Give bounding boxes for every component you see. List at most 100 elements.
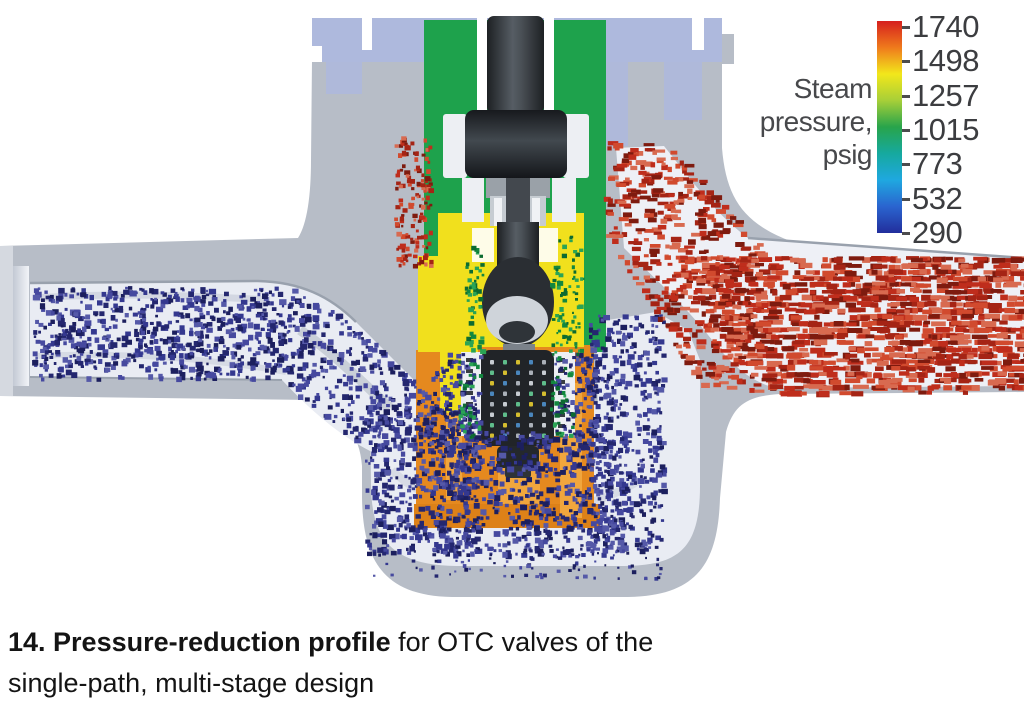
speckle	[999, 340, 1014, 345]
speckle	[490, 489, 493, 492]
speckle	[719, 381, 729, 385]
speckle	[408, 204, 414, 209]
speckle	[667, 180, 678, 185]
speckle	[399, 492, 406, 498]
speckle	[436, 438, 441, 443]
speckle	[454, 548, 459, 553]
speckle	[577, 508, 583, 514]
speckle	[460, 424, 465, 429]
speckle	[339, 356, 344, 363]
speckle	[1015, 360, 1024, 364]
speckle	[981, 371, 990, 376]
speckle	[620, 349, 624, 354]
speckle	[1020, 276, 1024, 281]
speckle	[861, 321, 873, 328]
speckle	[998, 308, 1009, 312]
speckle	[445, 400, 450, 405]
speckle	[574, 392, 578, 396]
speckle	[355, 425, 359, 429]
speckle	[613, 499, 618, 505]
speckle	[591, 534, 594, 538]
speckle	[111, 355, 117, 361]
speckle	[613, 320, 619, 326]
speckle	[194, 317, 201, 323]
speckle	[480, 516, 484, 520]
speckle	[423, 138, 427, 143]
speckle	[617, 566, 620, 569]
speckle	[317, 308, 322, 314]
speckle	[431, 401, 435, 404]
speckle	[365, 539, 371, 544]
speckle	[547, 467, 553, 472]
speckle	[993, 277, 1004, 282]
speckle	[618, 455, 622, 459]
speckle	[775, 270, 789, 276]
speckle	[481, 523, 486, 527]
speckle	[988, 308, 1002, 314]
speckle	[465, 405, 470, 410]
speckle	[473, 495, 477, 498]
speckle	[983, 270, 996, 275]
speckle	[529, 505, 533, 510]
speckle	[940, 301, 950, 308]
speckle	[755, 295, 768, 300]
speckle	[655, 370, 659, 375]
speckle	[553, 383, 557, 387]
speckle	[311, 346, 316, 351]
speckle	[394, 432, 400, 438]
speckle	[396, 247, 399, 251]
speckle	[786, 302, 801, 307]
speckle	[458, 380, 463, 385]
speckle	[569, 509, 573, 513]
speckle	[590, 476, 597, 483]
perforation-dot	[516, 391, 520, 396]
speckle	[374, 471, 380, 478]
speckle	[236, 344, 242, 350]
speckle	[371, 489, 376, 496]
speckle	[958, 258, 966, 263]
speckle	[740, 259, 751, 263]
speckle	[467, 278, 472, 283]
speckle	[456, 373, 463, 379]
speckle	[116, 307, 122, 313]
speckle	[568, 327, 573, 332]
speckle	[809, 281, 825, 287]
speckle	[591, 432, 599, 439]
speckle	[251, 306, 255, 309]
speckle	[583, 519, 587, 523]
speckle	[971, 334, 988, 339]
speckle	[73, 312, 79, 317]
speckle	[139, 287, 143, 291]
speckle	[93, 365, 97, 369]
speckle	[612, 355, 618, 359]
speckle	[909, 296, 919, 302]
speckle	[547, 533, 552, 538]
speckle	[634, 363, 639, 368]
speckle	[569, 236, 573, 240]
balance-drum	[465, 110, 567, 178]
speckle	[397, 245, 402, 250]
speckle	[579, 424, 582, 428]
speckle	[362, 356, 369, 362]
speckle	[652, 495, 657, 501]
speckle	[254, 335, 259, 340]
speckle	[712, 339, 717, 343]
speckle	[108, 286, 112, 291]
speckle	[391, 538, 396, 543]
speckle	[416, 452, 423, 458]
speckle	[342, 394, 350, 400]
speckle	[485, 516, 490, 520]
speckle	[1000, 294, 1008, 301]
speckle	[965, 303, 981, 308]
speckle	[631, 570, 637, 575]
speckle	[493, 480, 499, 486]
speckle	[718, 301, 726, 306]
speckle	[296, 349, 302, 355]
speckle	[995, 270, 1007, 277]
speckle	[633, 152, 639, 157]
speckle	[424, 253, 428, 257]
speckle	[429, 433, 433, 438]
speckle	[592, 483, 598, 489]
speckle	[446, 516, 452, 521]
